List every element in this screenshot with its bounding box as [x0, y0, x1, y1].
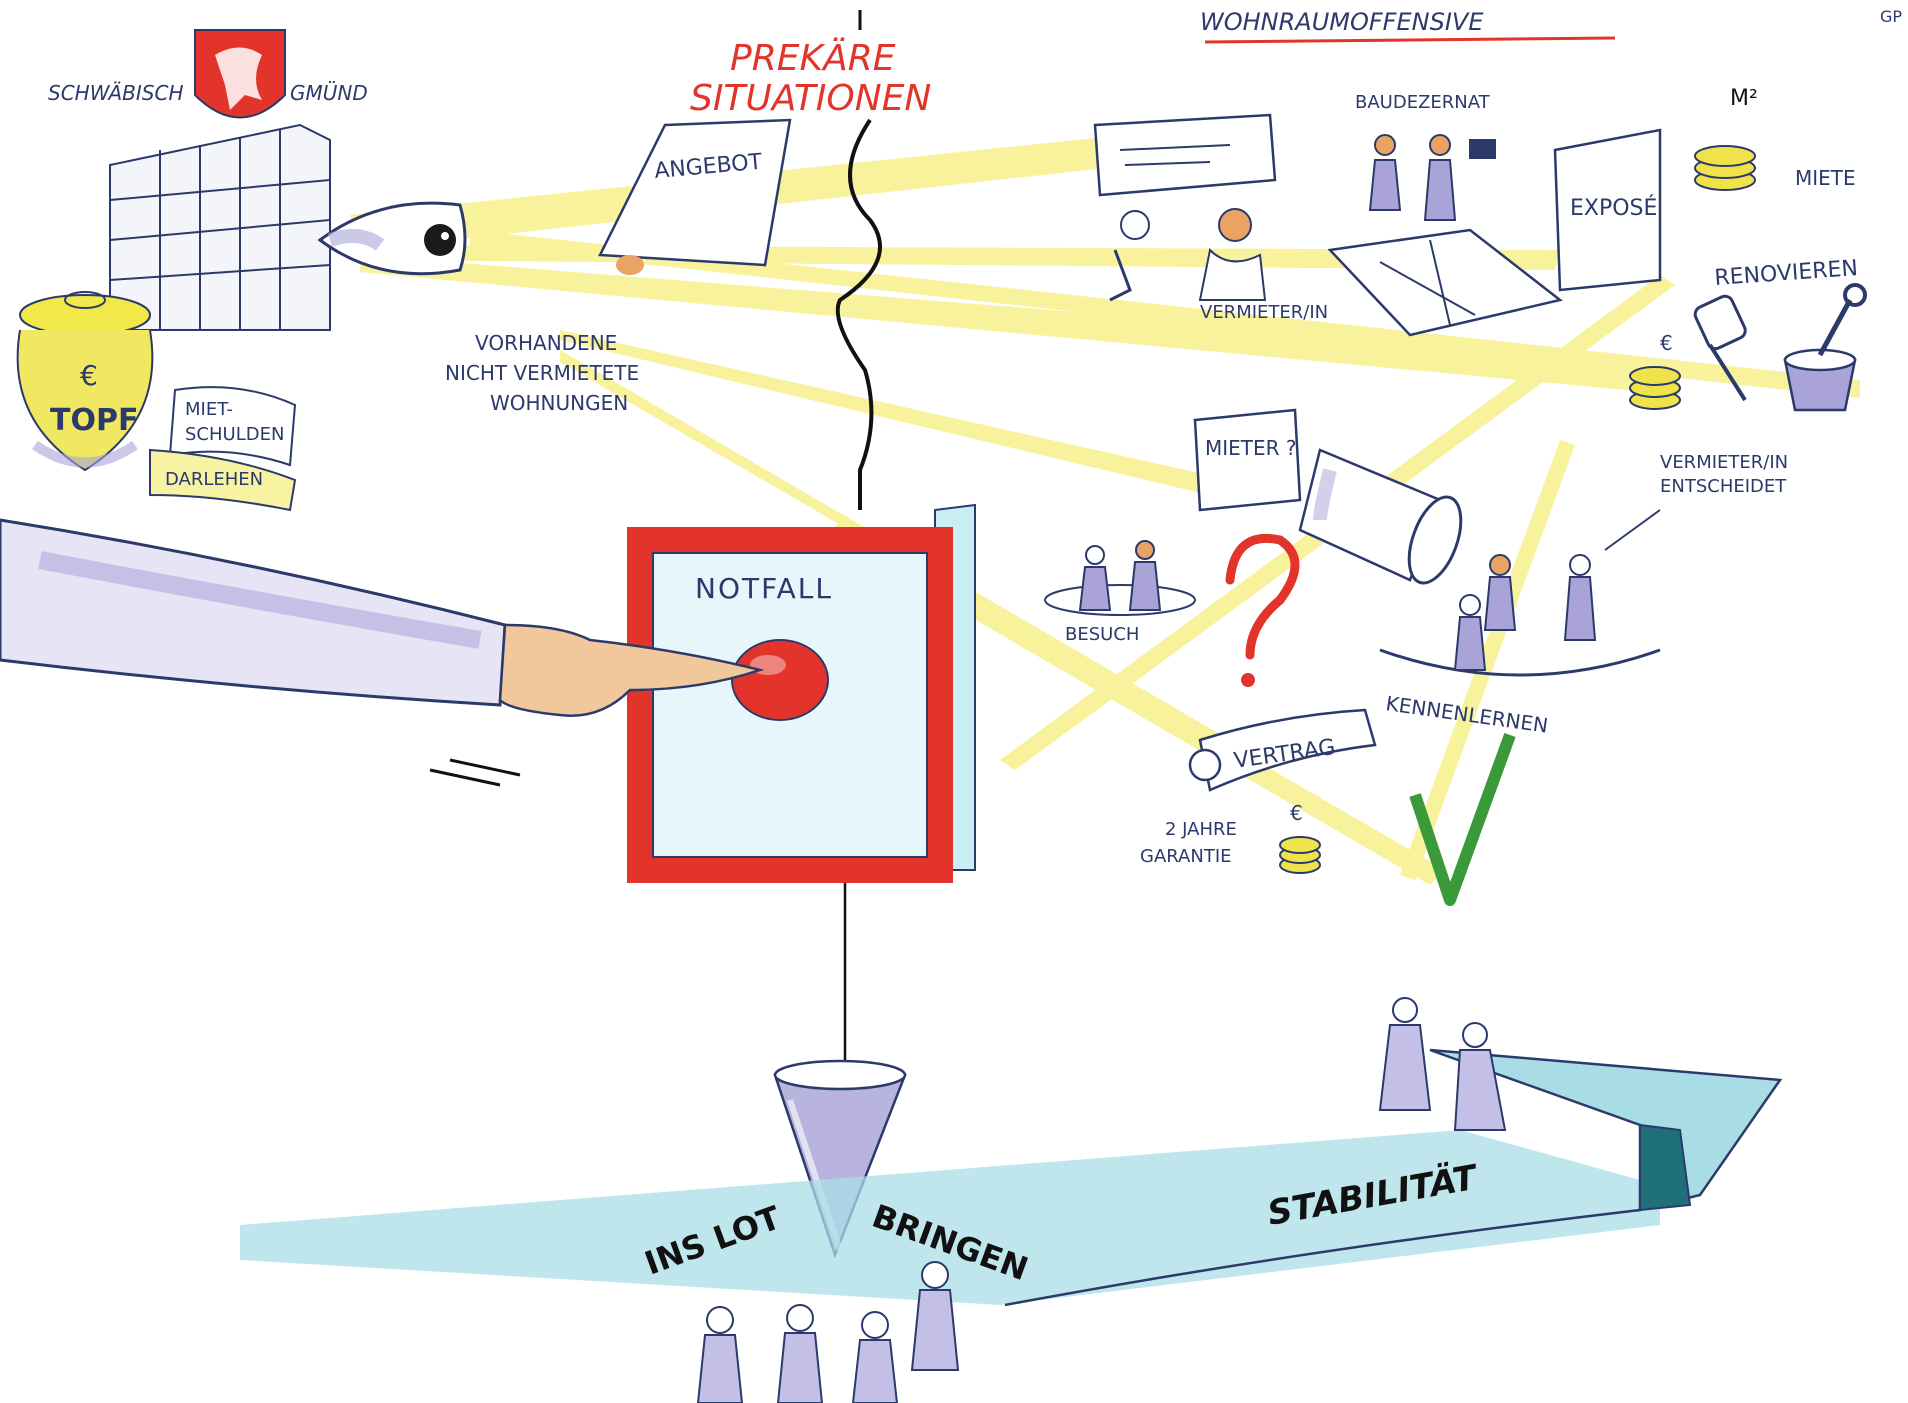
title-underline [1204, 36, 1616, 44]
vertrag-scroll-icon [1188, 708, 1377, 792]
red-button-icon [731, 639, 829, 721]
besuch-people-icon [1044, 540, 1196, 616]
city-crest-icon [194, 29, 286, 119]
mietschulden-line1: MIET- [185, 399, 233, 420]
headline-line1: PREKÄRE [730, 37, 896, 79]
arm-pressing-button [0, 518, 765, 787]
beam-to-miete [360, 255, 1680, 395]
paint-bucket-icon [1783, 348, 1857, 412]
money-pot-icon [16, 291, 154, 472]
garantie-line1: 2 JAHRE [1165, 819, 1237, 840]
wrench-icon [1817, 283, 1867, 357]
beam-to-mieter [560, 330, 1230, 500]
renovieren-label: RENOVIEREN [1714, 256, 1859, 291]
coin-stack-icon [1694, 145, 1756, 191]
coin-stack-garantie-icon [1279, 836, 1321, 874]
garantie-euro-sign: € [1290, 801, 1303, 825]
beam-to-vermieterin [350, 120, 1270, 250]
mieter-board [1193, 408, 1302, 512]
dancing-people-icon [1378, 997, 1507, 1131]
city-hall-building [109, 123, 331, 331]
darlehen-label: DARLEHEN [165, 469, 263, 490]
vermieterin-label: VERMIETER/IN [1200, 302, 1328, 323]
pot-euro-sign: € [80, 359, 98, 392]
mieter-question-label: MIETER ? [1205, 436, 1297, 460]
page-title: WOHNRAUMOFFENSIVE [1200, 8, 1484, 36]
notfall-label: NOTFALL [695, 572, 833, 605]
baudezernat-label: BAUDEZERNAT [1355, 92, 1491, 113]
darlehen-tag [149, 448, 297, 512]
coin-stack-renovieren-icon [1629, 366, 1681, 410]
selection-drum-icon [1298, 448, 1463, 585]
expose-label: EXPOSÉ [1570, 195, 1657, 221]
coin-euro-sign: € [1660, 331, 1673, 355]
person-figure-vermieterin [1109, 208, 1267, 302]
vermieterin-entscheidet-line1: VERMIETER/IN [1660, 452, 1788, 473]
city-name-right: GMÜND [290, 81, 368, 105]
corner-mark: GP [1880, 7, 1902, 26]
beam-to-check [830, 520, 1445, 885]
eye-icon [317, 201, 467, 276]
crowd-people-icon [696, 1261, 960, 1403]
question-mark-icon [1225, 533, 1300, 687]
mietschulden-line2: SCHULDEN [185, 424, 284, 445]
vorhandene-line1: VORHANDENE [475, 331, 617, 355]
stability-arrow [240, 1048, 1783, 1307]
vorhandene-line3: WOHNUNGEN [490, 391, 628, 415]
besuch-label: BESUCH [1065, 624, 1139, 645]
angebot-card [598, 118, 792, 267]
headline-line2: SITUATIONEN [690, 78, 931, 119]
expose-booklet [1553, 128, 1662, 292]
check-mark-icon [1409, 732, 1516, 906]
entscheidet-arrow [1604, 509, 1661, 551]
vorhandene-line2: NICHT VERMIETETE [445, 361, 639, 385]
miete-label: MIETE [1795, 166, 1856, 190]
floor-plan-icon [1327, 228, 1563, 337]
garantie-line2: GARANTIE [1140, 846, 1232, 867]
speech-board [1093, 113, 1277, 197]
mietschulden-tag [168, 386, 297, 467]
beam-diagonal-2 [1400, 440, 1575, 880]
plumb-bob-icon [773, 1059, 907, 1259]
beam-to-renovieren [470, 230, 1860, 398]
m2-label: M² [1730, 86, 1758, 111]
city-name-left: SCHWÄBISCH [48, 81, 183, 105]
kennenlernen-people-icon [1379, 554, 1661, 677]
pot-label: TOPF [50, 403, 138, 438]
hand-thumbs-icon [616, 255, 644, 275]
vermieterin-entscheidet-line2: ENTSCHEIDET [1660, 476, 1787, 497]
paint-roller-icon [1693, 294, 1747, 402]
baudezernat-people-icon [1368, 134, 1496, 221]
